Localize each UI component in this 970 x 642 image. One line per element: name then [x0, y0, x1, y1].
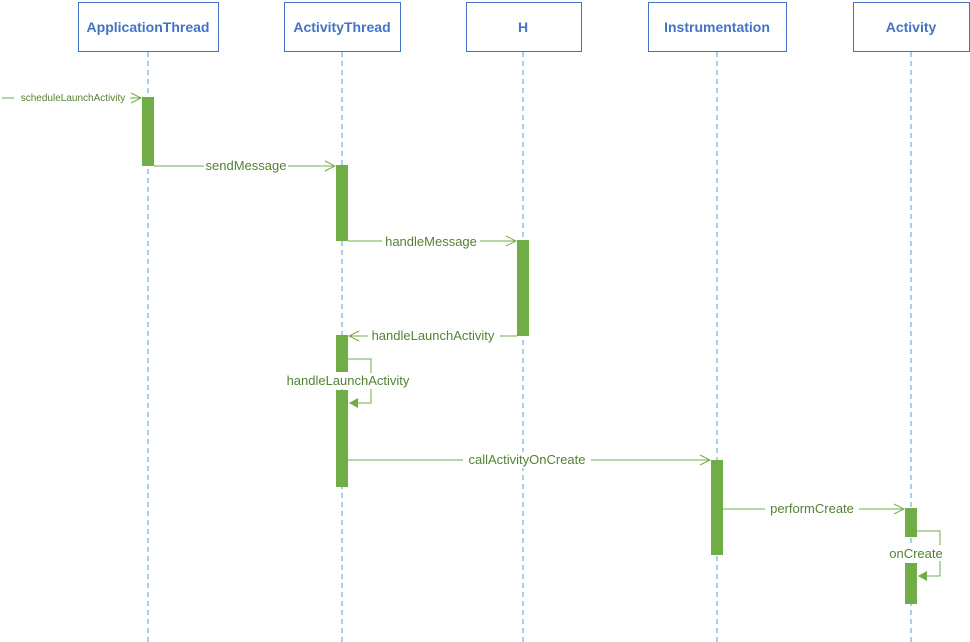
- message-label: handleLaunchActivity: [287, 373, 410, 388]
- label-background: [887, 545, 945, 561]
- label-background: [282, 373, 414, 389]
- label-background: [368, 327, 500, 343]
- message-handle-launch-activity-return[interactable]: handleLaunchActivity: [349, 327, 517, 343]
- lifeline-box: [853, 2, 970, 52]
- label-background: [14, 90, 130, 104]
- lifeline-title: ApplicationThread: [87, 19, 210, 35]
- activation-bar-activity-thread-1: [336, 165, 348, 241]
- lifeline-activity[interactable]: Activity: [853, 2, 970, 52]
- lifeline-title: ActivityThread: [293, 19, 390, 35]
- activation-bar-activity-2: [905, 563, 917, 604]
- activation-bar-application-thread: [142, 97, 154, 166]
- lifeline-box: [648, 2, 787, 52]
- message-handle-launch-activity-self[interactable]: handleLaunchActivity: [282, 358, 414, 408]
- message-label: onCreate: [889, 546, 942, 561]
- label-background: [382, 233, 480, 249]
- lifeline-title: Activity: [886, 19, 937, 35]
- message-call-activity-on-create[interactable]: callActivityOnCreate: [348, 452, 710, 468]
- lifeline-activity-thread[interactable]: ActivityThread: [284, 2, 401, 52]
- message-label: scheduleLaunchActivity: [21, 93, 126, 104]
- lifeline-h[interactable]: H: [466, 2, 582, 52]
- activation-bar-activity-1: [905, 508, 917, 537]
- activation-bar-instrumentation: [711, 460, 723, 555]
- activation-bar-h: [517, 240, 529, 336]
- message-label: callActivityOnCreate: [468, 452, 585, 467]
- lifeline-lines: [147, 52, 912, 642]
- message-label: performCreate: [770, 501, 854, 516]
- lifeline-box: [78, 2, 219, 52]
- message-schedule-launch-activity[interactable]: scheduleLaunchActivity: [2, 90, 141, 104]
- message-handle-message[interactable]: handleMessage: [348, 233, 516, 249]
- message-perform-create[interactable]: performCreate: [723, 501, 904, 517]
- message-label: handleMessage: [385, 234, 477, 249]
- activation-bars: [142, 97, 917, 604]
- lifeline-title: Instrumentation: [664, 19, 770, 35]
- label-background: [204, 158, 288, 174]
- lifeline-box: [284, 2, 401, 52]
- activation-bar-activity-thread-2: [336, 335, 348, 372]
- lifeline-application-thread[interactable]: ApplicationThread: [78, 2, 219, 52]
- message-send-message[interactable]: sendMessage: [154, 158, 335, 174]
- lifeline-box: [466, 2, 582, 52]
- label-background: [463, 452, 591, 468]
- lifeline-instrumentation[interactable]: Instrumentation: [648, 2, 787, 52]
- lifeline-title: H: [518, 19, 528, 35]
- label-background: [765, 501, 859, 517]
- message-on-create[interactable]: onCreate: [887, 530, 945, 581]
- activation-bar-activity-thread-3: [336, 390, 348, 487]
- message-label: sendMessage: [206, 158, 287, 173]
- message-label: handleLaunchActivity: [372, 328, 495, 343]
